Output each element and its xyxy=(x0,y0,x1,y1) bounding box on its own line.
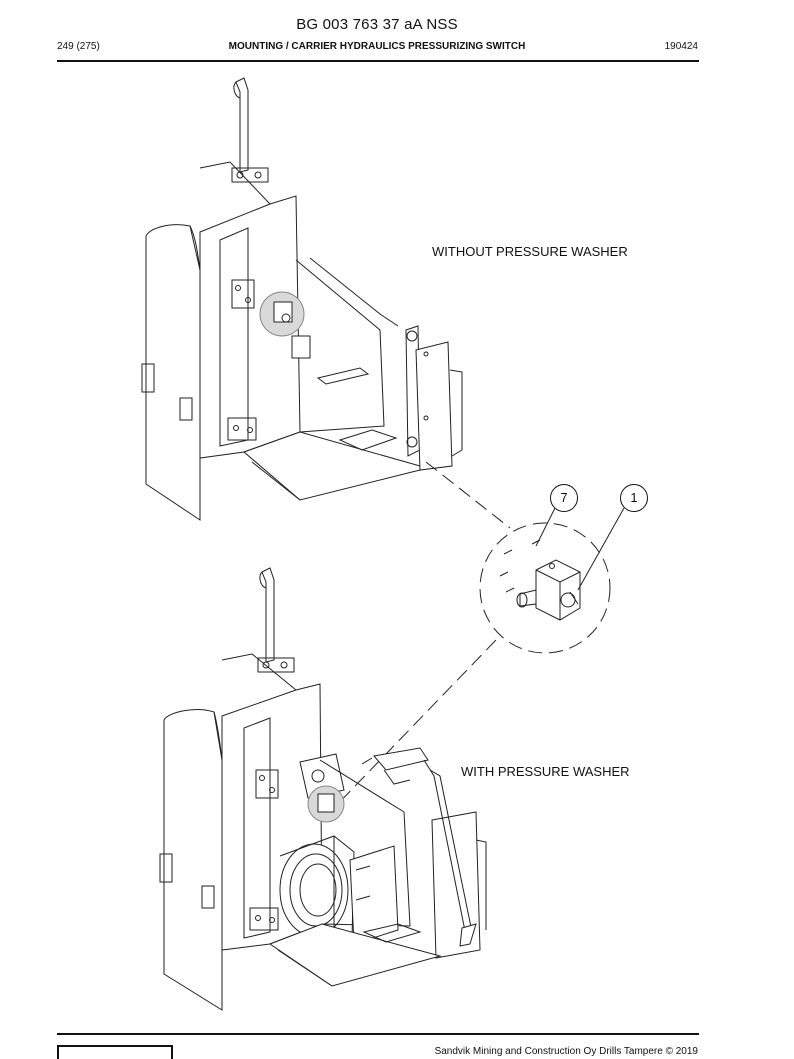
page-number: 249 (275) xyxy=(57,41,100,52)
carrier-frame-top xyxy=(141,77,463,521)
carrier-frame-bottom xyxy=(159,567,487,1011)
label-without-pressure-washer: WITHOUT PRESSURE WASHER xyxy=(432,244,628,259)
copyright-text: Sandvik Mining and Construction Oy Drill… xyxy=(434,1046,698,1057)
document-code: BG 003 763 37 aA NSS xyxy=(296,16,458,33)
callout-item-7: 7 xyxy=(550,484,578,512)
switch-detail-view xyxy=(479,505,625,654)
sandvik-logo xyxy=(57,1045,173,1059)
header-rule xyxy=(57,60,699,62)
footer-rule xyxy=(57,1033,699,1035)
document-date: 190424 xyxy=(664,41,698,52)
callout-item-1: 1 xyxy=(620,484,648,512)
page-title: MOUNTING / CARRIER HYDRAULICS PRESSURIZI… xyxy=(228,41,526,52)
label-with-pressure-washer: WITH PRESSURE WASHER xyxy=(461,764,630,779)
